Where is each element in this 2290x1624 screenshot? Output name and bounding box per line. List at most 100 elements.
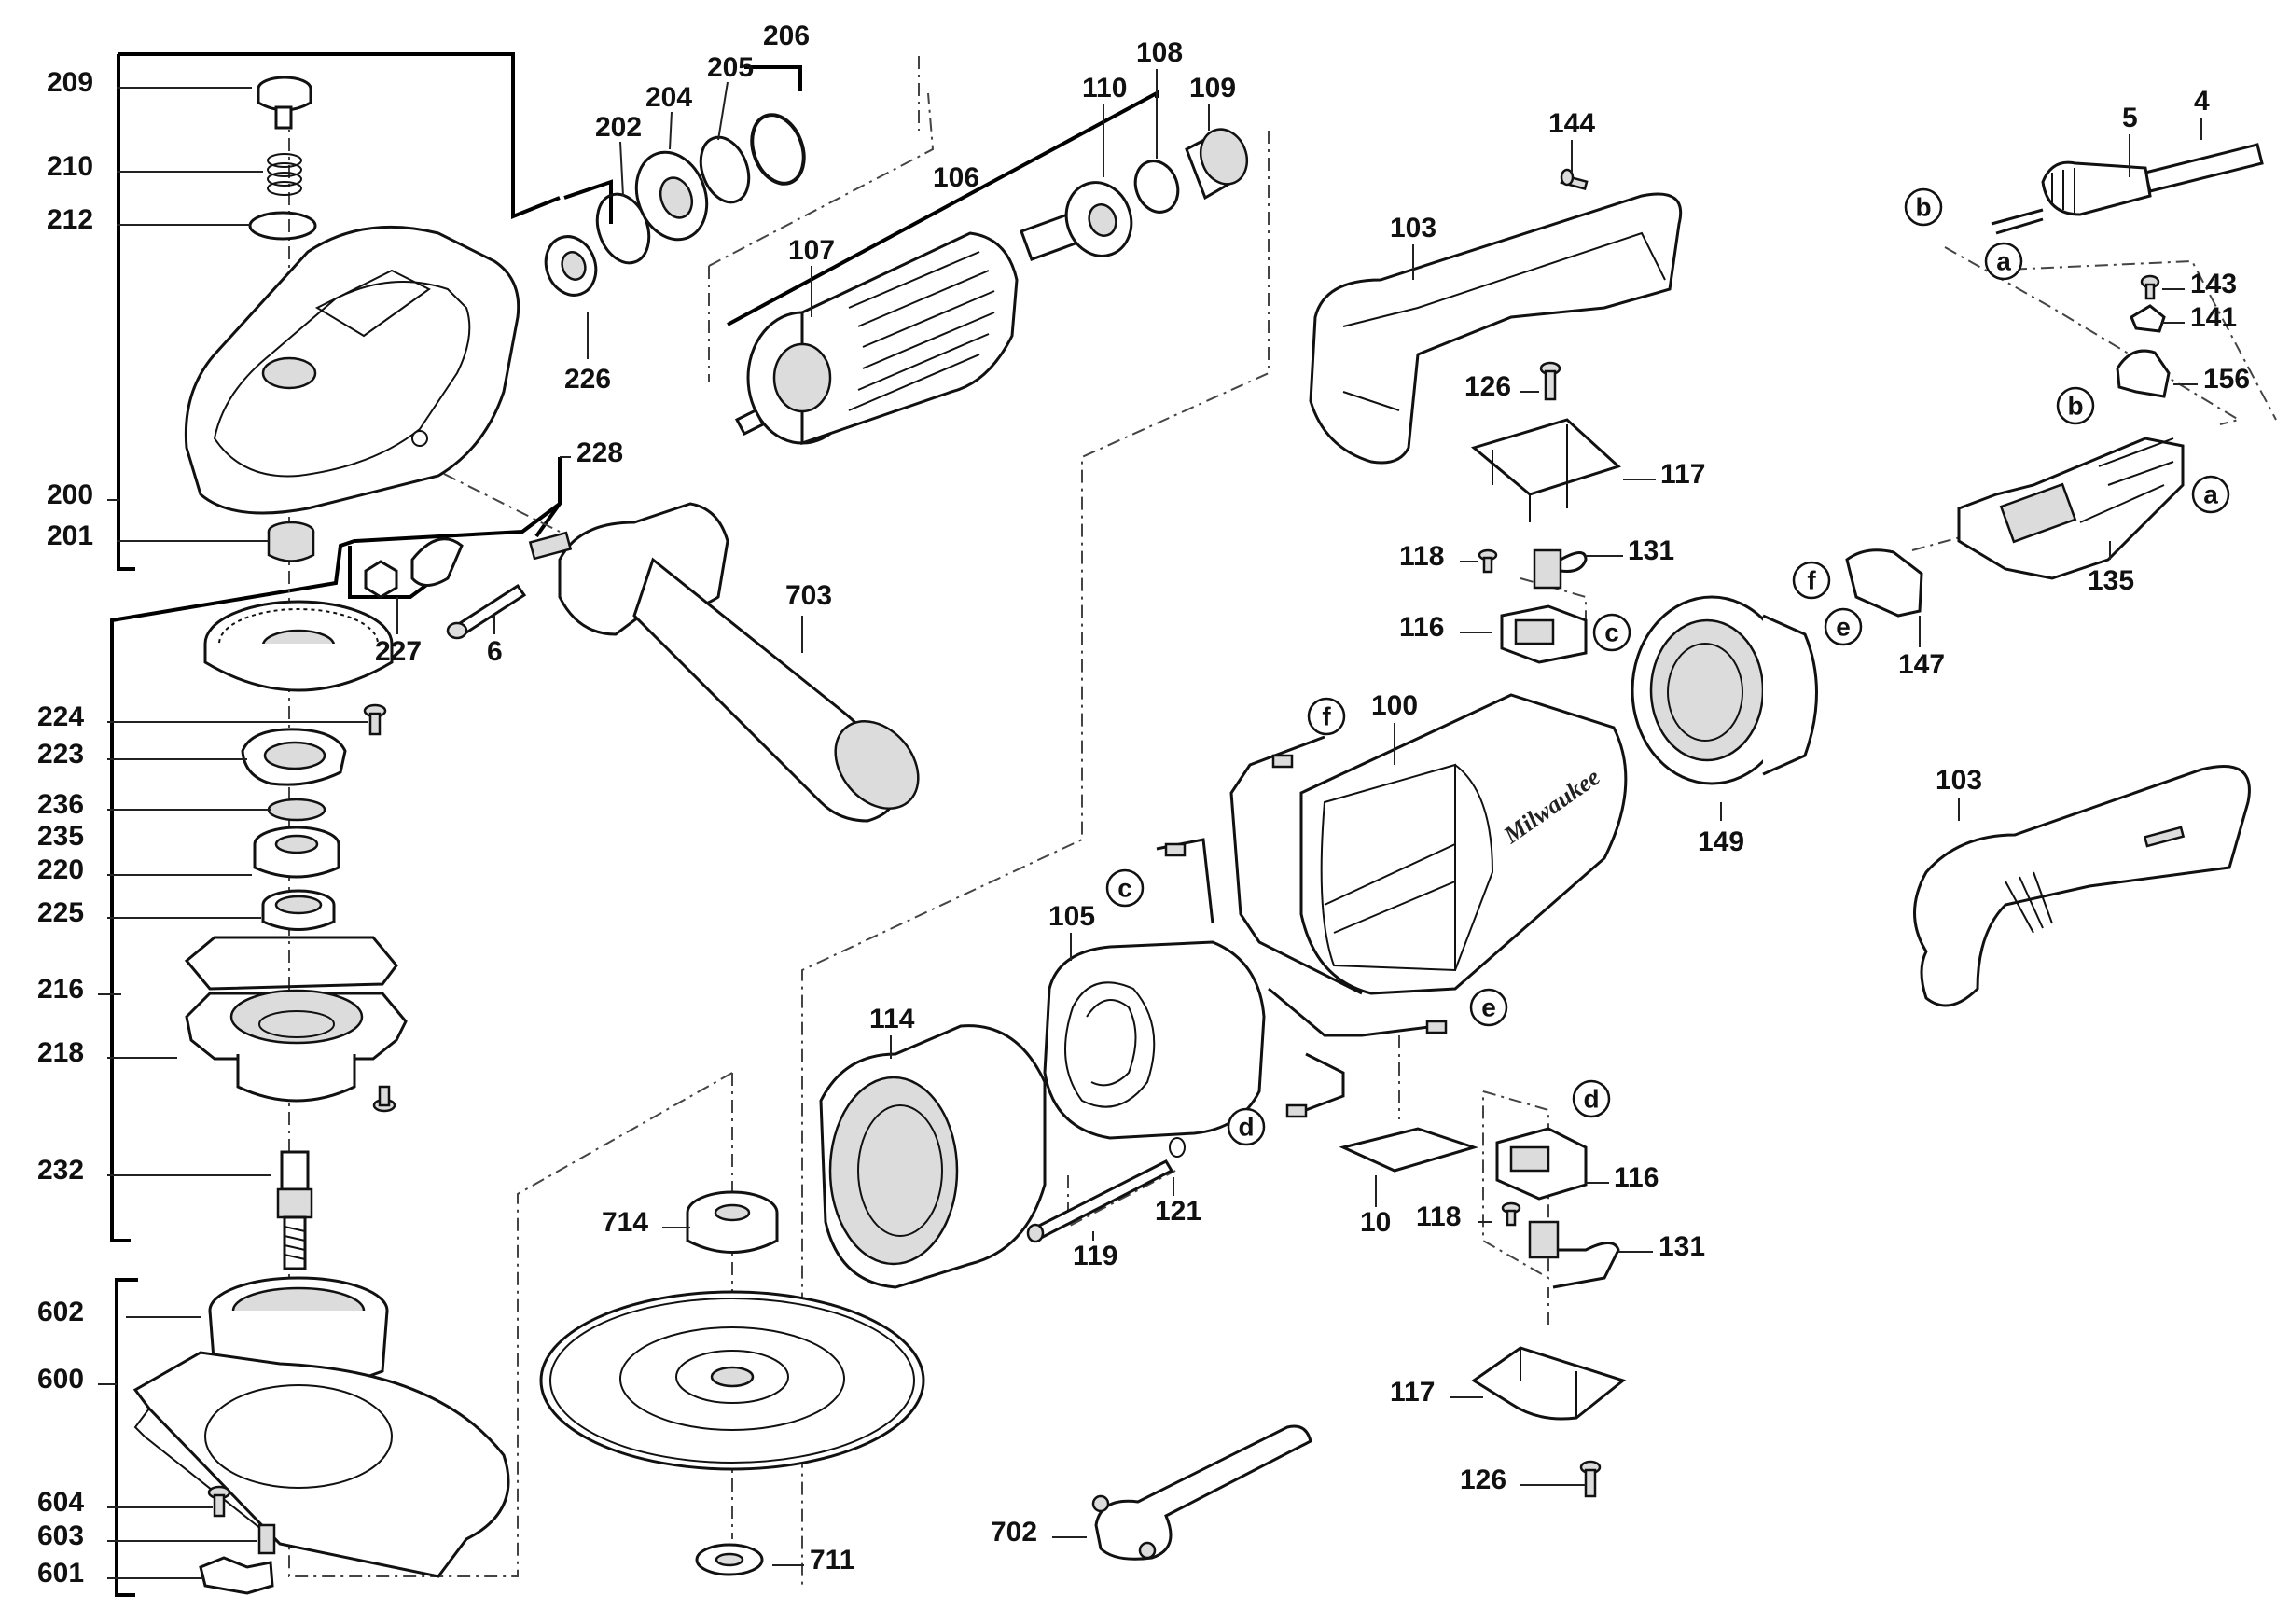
part-label-l228: 228 bbox=[576, 437, 623, 468]
part-119-long-screw bbox=[1026, 1159, 1174, 1243]
part-label-l702: 702 bbox=[991, 1517, 1037, 1548]
part-label-l143: 143 bbox=[2190, 269, 2237, 299]
part-grinding-wheel bbox=[539, 1290, 925, 1471]
connection-letter-ce2: e bbox=[1469, 988, 1508, 1027]
part-242-gasket bbox=[184, 936, 398, 991]
part-118-screw-top bbox=[1478, 548, 1498, 574]
connection-letter-cd1: d bbox=[1227, 1107, 1266, 1146]
bracket-200 bbox=[117, 54, 135, 571]
part-230-screw bbox=[372, 1085, 396, 1113]
part-218-bearing-flange bbox=[185, 989, 408, 1103]
part-232-spindle bbox=[276, 1150, 313, 1270]
part-604-screw bbox=[207, 1485, 231, 1518]
part-label-l206: 206 bbox=[763, 21, 810, 51]
part-label-l110: 110 bbox=[1082, 73, 1127, 104]
part-label-l5: 5 bbox=[2122, 103, 2138, 133]
part-201-bushing bbox=[267, 521, 315, 562]
part-label-l147: 147 bbox=[1898, 649, 1945, 680]
part-label-l210: 210 bbox=[47, 151, 93, 182]
part-144-screw bbox=[1560, 168, 1589, 190]
part-143-screw bbox=[2140, 274, 2160, 300]
part-603-spring bbox=[257, 1523, 276, 1555]
svg-text:e: e bbox=[1836, 613, 1851, 642]
svg-text:b: b bbox=[2067, 392, 2083, 421]
part-label-l218: 218 bbox=[37, 1037, 84, 1068]
part-label-l116b: 116 bbox=[1614, 1162, 1659, 1193]
part-label-l131a: 131 bbox=[1628, 535, 1674, 566]
svg-text:d: d bbox=[1583, 1085, 1599, 1114]
part-702-spanner bbox=[1091, 1424, 1312, 1561]
part-label-l603: 603 bbox=[37, 1520, 84, 1551]
part-156-sleeve bbox=[2116, 349, 2171, 398]
part-label-l117b: 117 bbox=[1390, 1377, 1435, 1408]
svg-text:a: a bbox=[2203, 480, 2218, 509]
dash-line-3 bbox=[801, 131, 1270, 1586]
part-label-l135: 135 bbox=[2088, 565, 2134, 596]
wire-harness bbox=[1156, 735, 1448, 1118]
part-label-l118b: 118 bbox=[1416, 1201, 1461, 1232]
part-149-front-housing bbox=[1631, 595, 1818, 785]
part-108-ring bbox=[1133, 160, 1180, 214]
part-714-inner-flange bbox=[686, 1190, 779, 1254]
part-226-pinion-nut bbox=[544, 235, 598, 297]
part-label-l121: 121 bbox=[1155, 1196, 1201, 1227]
part-label-l703: 703 bbox=[785, 580, 832, 611]
part-label-l223: 223 bbox=[37, 739, 84, 770]
part-116-brush-holder-bottom bbox=[1495, 1127, 1588, 1201]
part-label-l604: 604 bbox=[37, 1487, 84, 1518]
part-703-side-handle bbox=[528, 502, 920, 823]
svg-text:c: c bbox=[1117, 874, 1132, 903]
leader-l205 bbox=[717, 81, 729, 141]
part-103-handle-bottom bbox=[1913, 765, 2251, 1007]
part-label-l600: 600 bbox=[37, 1364, 84, 1395]
connection-letter-ca2: a bbox=[2191, 475, 2230, 514]
connection-letter-cd2: d bbox=[1572, 1079, 1611, 1118]
part-711-flange-nut bbox=[695, 1543, 764, 1576]
part-212-o-ring bbox=[248, 211, 317, 241]
connection-letter-ce1: e bbox=[1824, 607, 1863, 646]
part-209-knob bbox=[257, 76, 312, 130]
parts: Milwaukee bbox=[132, 76, 2264, 1595]
part-126-screw-bottom bbox=[1579, 1460, 1602, 1498]
bracket-gear-cover bbox=[118, 52, 561, 219]
part-236-ring bbox=[267, 798, 326, 822]
bracket-228 bbox=[563, 179, 613, 224]
part-label-l602: 602 bbox=[37, 1297, 84, 1327]
svg-text:f: f bbox=[1322, 702, 1331, 731]
part-label-l106: 106 bbox=[933, 162, 979, 193]
part-label-l714: 714 bbox=[602, 1207, 648, 1238]
part-107-armature bbox=[734, 212, 1105, 446]
part-204-bearing bbox=[634, 150, 709, 242]
part-label-l126a: 126 bbox=[1464, 371, 1511, 402]
part-label-l601: 601 bbox=[37, 1558, 84, 1589]
leader-l202 bbox=[619, 141, 624, 197]
bracket-228-side bbox=[534, 457, 562, 538]
part-114-baffle bbox=[819, 1024, 1047, 1289]
bracket-206 bbox=[744, 65, 802, 91]
part-label-l220: 220 bbox=[37, 854, 84, 885]
part-label-l141: 141 bbox=[2190, 302, 2237, 333]
svg-text:c: c bbox=[1604, 618, 1619, 647]
part-117-cover-bottom bbox=[1471, 1346, 1627, 1421]
part-200-gear-housing bbox=[184, 225, 520, 515]
part-10-label bbox=[1339, 1127, 1479, 1173]
svg-text:f: f bbox=[1807, 566, 1816, 595]
part-223-retaining-plate bbox=[241, 728, 347, 786]
part-label-l227: 227 bbox=[375, 636, 422, 667]
part-label-l232: 232 bbox=[37, 1155, 84, 1186]
part-label-l226: 226 bbox=[564, 364, 611, 395]
svg-text:d: d bbox=[1238, 1113, 1254, 1142]
part-label-l131b: 131 bbox=[1659, 1231, 1705, 1262]
part-label-l119: 119 bbox=[1073, 1241, 1117, 1271]
part-label-l10: 10 bbox=[1360, 1207, 1391, 1238]
part-label-l116a: 116 bbox=[1399, 612, 1444, 643]
connection-letter-cc2: c bbox=[1105, 868, 1145, 908]
part-label-l109: 109 bbox=[1189, 73, 1236, 104]
part-131-brush-top bbox=[1533, 548, 1588, 590]
part-131-brush-bottom bbox=[1528, 1220, 1620, 1289]
part-label-l105: 105 bbox=[1048, 901, 1095, 932]
part-126-screw-top bbox=[1539, 361, 1561, 401]
